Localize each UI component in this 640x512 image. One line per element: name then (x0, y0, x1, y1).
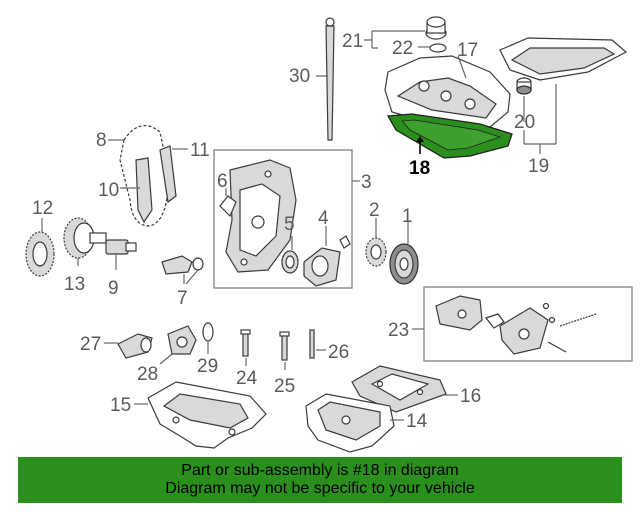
callout-28[interactable]: 28 (137, 364, 158, 385)
callout-18[interactable]: 18 (409, 158, 430, 179)
callout-22[interactable]: 22 (392, 38, 413, 59)
callout-11[interactable]: 11 (190, 140, 210, 161)
callout-21[interactable]: 21 (342, 31, 363, 52)
rocker-arm-group-frame (423, 286, 633, 362)
callout-5[interactable]: 5 (284, 214, 295, 235)
oil-cap-gasket-part[interactable] (429, 43, 447, 53)
callout-14[interactable]: 14 (406, 411, 428, 432)
seal-part[interactable] (219, 195, 237, 218)
oil-filter-base-part[interactable] (167, 325, 197, 355)
callout-25[interactable]: 25 (274, 376, 295, 397)
callout-16[interactable]: 16 (460, 386, 481, 407)
lower-oil-pan-part[interactable] (305, 393, 395, 453)
crankshaft-oil-seal-part[interactable] (281, 250, 299, 274)
callout-29[interactable]: 29 (197, 356, 218, 377)
sensor-part[interactable] (161, 255, 204, 285)
part-notice-line-1: Part or sub-assembly is #18 in diagram (181, 462, 459, 479)
callout-30[interactable]: 30 (289, 66, 310, 87)
chain-guide-part[interactable] (135, 145, 177, 224)
vtc-actuator-part[interactable] (63, 217, 107, 259)
cam-sprocket-part[interactable] (25, 231, 55, 277)
engine-parts-diagram: 30 21 22 17 18 20 19 (25, 16, 633, 453)
callout-24[interactable]: 24 (236, 368, 258, 389)
callout-13[interactable]: 13 (64, 274, 85, 295)
part-notice-line-2: Diagram may not be specific to your vehi… (165, 480, 475, 497)
callout-4[interactable]: 4 (318, 208, 329, 229)
callout-23[interactable]: 23 (388, 320, 409, 341)
upper-oil-pan-part[interactable] (147, 381, 267, 449)
oil-pump-part[interactable] (303, 235, 351, 287)
timing-chain-case-part[interactable] (225, 159, 297, 273)
callout-26[interactable]: 26 (328, 342, 349, 363)
callout-9[interactable]: 9 (108, 278, 119, 299)
callout-20[interactable]: 20 (514, 112, 535, 133)
o-ring-part[interactable] (202, 322, 214, 342)
callout-2[interactable]: 2 (369, 200, 380, 221)
grommet-part[interactable] (516, 77, 532, 95)
bolt-25-part[interactable] (279, 331, 290, 361)
callout-15[interactable]: 15 (110, 395, 131, 416)
engine-cover-part[interactable] (499, 37, 628, 81)
baffle-plate-part[interactable] (351, 365, 447, 413)
oil-filter-part[interactable] (117, 333, 153, 359)
bolt-24-part[interactable] (240, 329, 251, 357)
oil-filler-cap-part[interactable] (425, 16, 447, 40)
callout-27[interactable]: 27 (80, 334, 101, 355)
callout-10[interactable]: 10 (98, 180, 119, 201)
part-notice-banner: Part or sub-assembly is #18 in diagram D… (18, 457, 622, 503)
callout-12[interactable]: 12 (32, 198, 53, 219)
dipstick-part[interactable] (316, 17, 335, 141)
callout-8[interactable]: 8 (96, 130, 107, 151)
callout-7[interactable]: 7 (177, 288, 188, 309)
chain-tensioner-part[interactable] (105, 239, 137, 270)
callout-3[interactable]: 3 (361, 172, 372, 193)
callout-19[interactable]: 19 (528, 156, 549, 177)
callout-1[interactable]: 1 (402, 206, 413, 227)
callout-6[interactable]: 6 (217, 171, 228, 192)
idler-pulley-part[interactable] (365, 237, 387, 267)
rocker-arm-assembly-part[interactable] (435, 295, 597, 355)
cylinder-head-cover-part[interactable] (384, 55, 511, 133)
crankshaft-pulley-part[interactable] (389, 243, 419, 285)
stud-26-part[interactable] (309, 329, 315, 359)
timing-cover-group-frame (213, 149, 353, 289)
head-cover-gasket-part[interactable] (386, 113, 513, 159)
callout-17[interactable]: 17 (457, 40, 478, 61)
